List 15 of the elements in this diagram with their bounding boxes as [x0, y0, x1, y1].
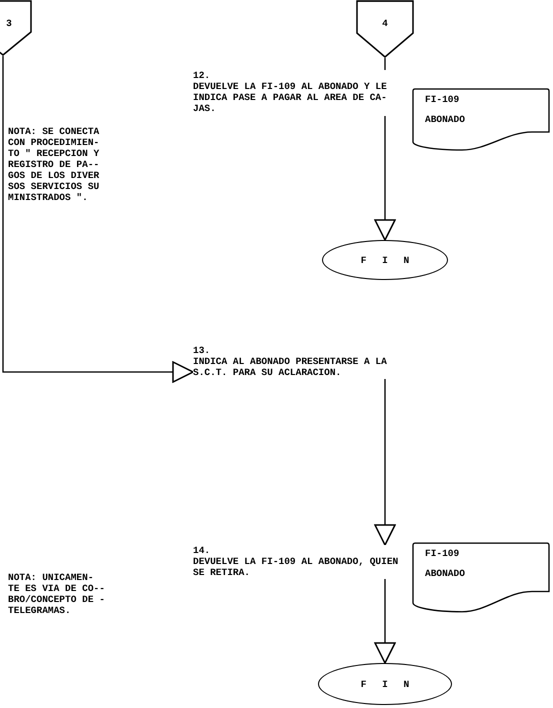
form-code: FI-109	[425, 548, 460, 559]
connector-number: 4	[382, 18, 388, 29]
form-code: FI-109	[425, 94, 460, 105]
terminator: F I N	[318, 663, 452, 705]
flow-arrow	[374, 379, 396, 546]
flow-arrow	[374, 116, 396, 241]
terminator: F I N	[322, 240, 448, 280]
note-text: NOTA: UNICAMEN- TE ES VIA DE CO-- BRO/CONCEPTO DE - TELEGRAMAS.	[8, 572, 105, 616]
flow-arrow	[374, 579, 396, 664]
flow-arrow	[2, 56, 194, 383]
document-recipient: ABONADO	[425, 568, 465, 579]
connector-number: 3	[6, 18, 12, 29]
note-text: NOTA: SE CONECTA CON PROCEDIMIEN- TO " RECEPCION Y REGISTRO DE PA-- GOS DE LOS DIVER SOS SERVICIOS SU MINISTRADOS ".	[8, 126, 100, 203]
document-recipient: ABONADO	[425, 114, 465, 125]
flow-line	[384, 58, 386, 70]
